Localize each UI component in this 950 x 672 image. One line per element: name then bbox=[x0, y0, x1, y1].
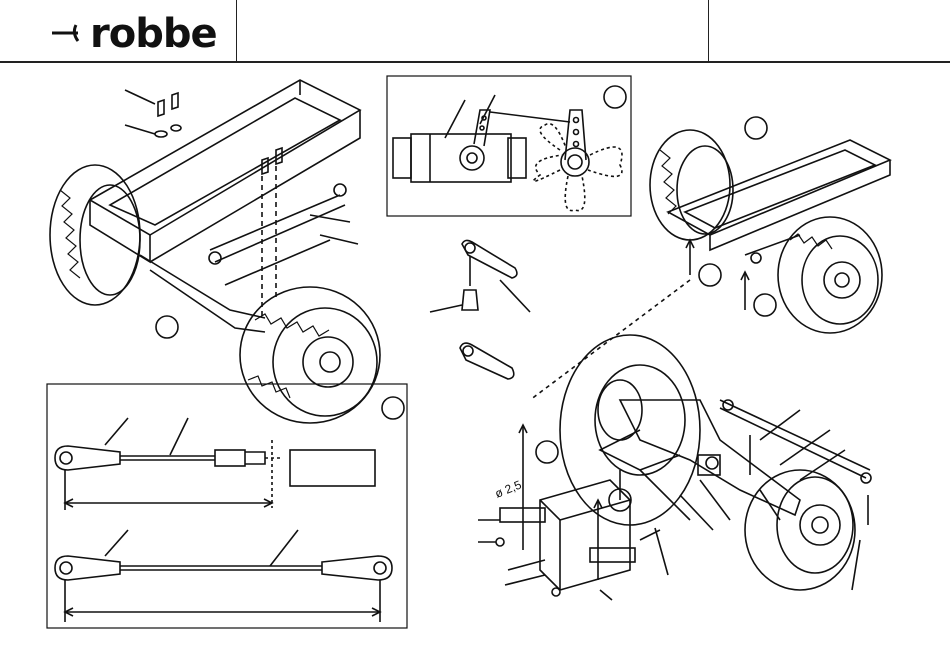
chassis-assembly-figure-1 bbox=[50, 80, 380, 423]
linkage-rods-figure-frame bbox=[47, 384, 407, 628]
servo-horn-figure-frame bbox=[387, 76, 631, 216]
diameter-note: ø 2,5 bbox=[493, 477, 524, 500]
step-number-circle bbox=[156, 316, 178, 338]
servo-horn-figure-2 bbox=[393, 86, 626, 211]
linkage-rods-figure-4 bbox=[55, 397, 404, 622]
steering-assembly-figure-5 bbox=[478, 335, 871, 600]
ball-link-parts bbox=[430, 240, 530, 379]
